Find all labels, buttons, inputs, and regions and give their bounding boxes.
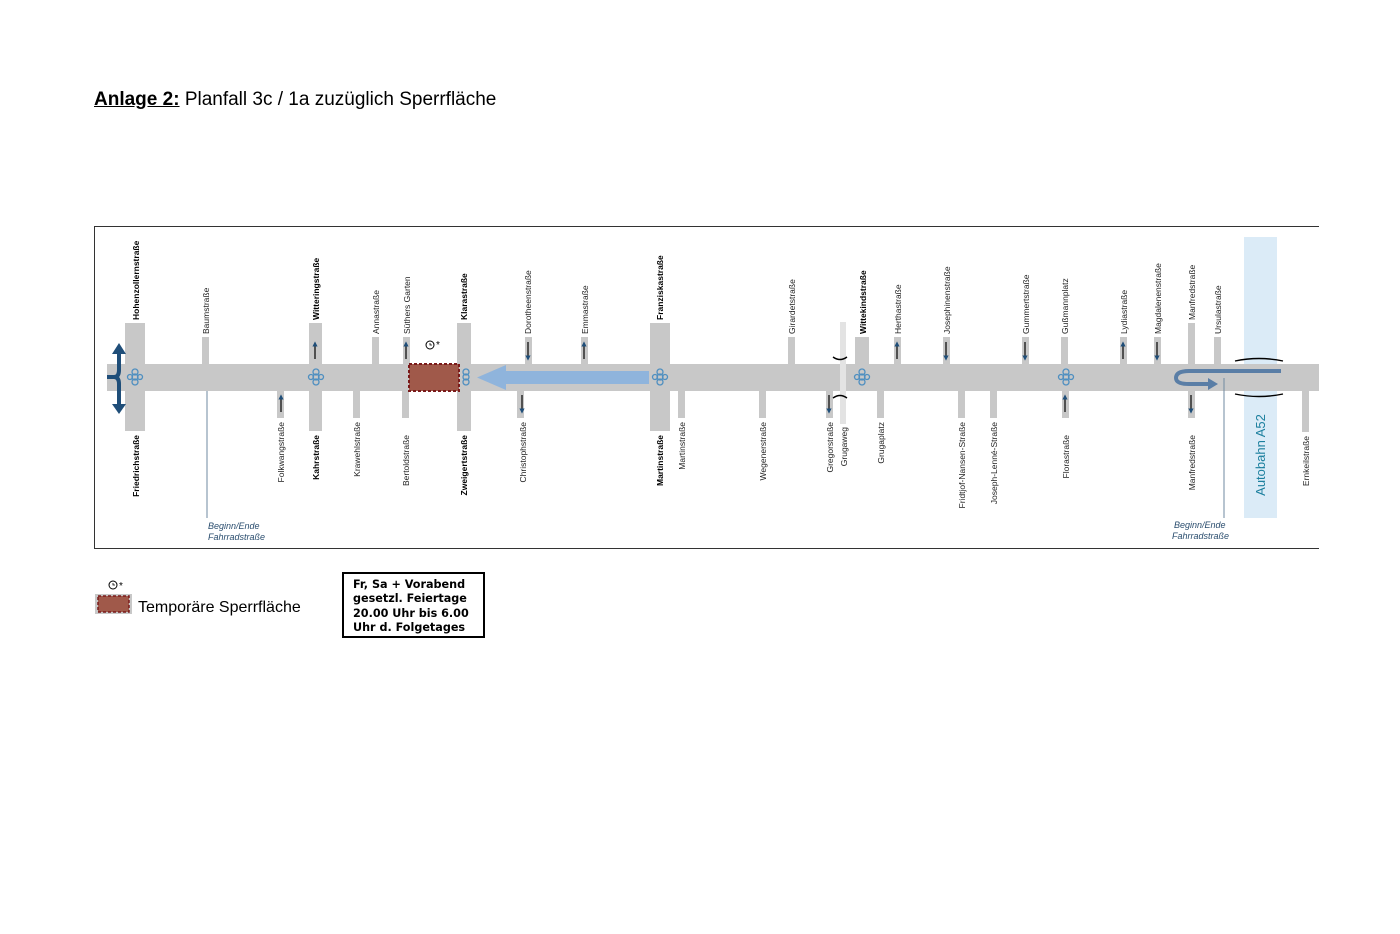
street-labels-bottom: Friedrichstraße Folkwangstraße Kahrstraß… [131,422,1311,509]
clock-icon [108,580,118,590]
street-label: Magdalenenstraße [1153,263,1163,334]
street-label: Fridtjof-Nansen-Straße [957,422,967,509]
street-label: Folkwangstraße [276,422,286,483]
street-label: Josephinenstraße [942,266,952,334]
main-road [107,364,1319,391]
note-line: Fahrradstraße [1172,531,1229,541]
note-line: Beginn/Ende [1174,520,1226,530]
sperrflaeche [408,363,460,392]
u-turn-arrowhead [1208,378,1218,390]
street-label: Ursulastraße [1213,285,1223,334]
street-label: Grugaweg [839,427,849,466]
street-label: Annastraße [371,290,381,334]
cross-franziskastrasse [650,323,670,431]
street-label: Krawehlstraße [352,422,362,477]
fahrradstrasse-note-start: Beginn/Ende Fahrradstraße [208,521,265,542]
street-label: Florastraße [1061,435,1071,479]
street-label: Ernkeilstraße [1301,436,1311,486]
street-label: Manfredstraße [1187,264,1197,320]
street-diagram: * Hohenzol [94,226,1319,549]
split-arrows [107,354,121,404]
traffic-signals [126,368,1075,386]
cross-klarastrasse [457,323,471,431]
street-label: Friedrichstraße [131,435,141,497]
street-label: Wittekindstraße [858,270,868,334]
street-label: Manfredstraße [1187,435,1197,491]
street-label: Gregorstraße [825,422,835,473]
title-label: Anlage 2: [94,89,180,110]
street-label: Zweigertstraße [459,435,469,496]
cross-wittekindstrasse [855,337,869,391]
sperr-marker-star: * [436,340,440,351]
street-label: Dorotheenstraße [523,270,533,334]
street-labels-top: Hohenzollernstraße Baumstraße Witterings… [131,240,1223,334]
street-label: Baumstraße [201,287,211,334]
street-label: Martinstraße [677,422,687,470]
legend-label: Temporäre Sperrfläche [138,599,301,616]
u-turn-arrow [1173,369,1281,386]
autobahn-label: Autobahn A52 [1253,414,1268,496]
page-title: Anlage 2: Planfall 3c / 1a zuzüglich Spe… [94,89,496,111]
time-window-box: Fr, Sa + Vorabend gesetzl. Feiertage 20.… [342,572,485,638]
cross-hohenzollern [125,323,145,431]
street-label: Joseph-Lenné-Straße [989,422,999,504]
street-label: Martinstraße [655,435,665,486]
time-line: Fr, Sa + Vorabend [353,578,466,591]
fahrradstrasse-note-end: Beginn/Ende Fahrradstraße [1172,520,1229,541]
street-label: Wegenerstraße [758,422,768,481]
one-way-arrows [278,341,1194,414]
time-line: gesetzl. Feiertage [353,592,467,606]
street-label: Gummertstraße [1021,274,1031,334]
time-line: Uhr d. Folgetages [353,620,466,634]
street-label: Girardetstraße [787,279,797,334]
street-label: Franziskastraße [655,255,665,320]
note-line: Fahrradstraße [208,532,265,542]
bridge-brackets [832,356,1284,399]
street-label: Süthers Garten [402,276,412,334]
title-text: Planfall 3c / 1a zuzüglich Sperrfläche [184,89,497,110]
split-arrowhead-down [112,404,126,414]
street-label: Emmastraße [580,285,590,334]
legend-icon: * [95,580,132,614]
street-label: Lydiastraße [1119,290,1129,334]
street-label: Gußmannplatz [1060,278,1070,334]
street-label: Grugaplatz [876,422,886,464]
cross-witteringstrasse [309,323,322,431]
split-arrowhead-up [112,343,126,354]
time-line: 20.00 Uhr bis 6.00 [353,606,469,620]
westbound-arrow [477,365,649,390]
legend-marker-star: * [119,581,123,592]
street-label: Klarastraße [459,273,469,320]
sperr-clock-marker: * [425,340,440,351]
clock-icon [425,340,435,350]
street-label: Hohenzollernstraße [131,240,141,320]
street-label: Bertoldstraße [401,435,411,486]
street-label: Witteringstraße [311,257,321,320]
note-line: Beginn/Ende [208,521,260,531]
cross-grugaweg [840,322,846,424]
legend-sperr-swatch [97,595,130,613]
street-label: Herthastraße [893,284,903,334]
street-label: Kahrstraße [311,435,321,480]
street-label: Christophstraße [518,422,528,483]
